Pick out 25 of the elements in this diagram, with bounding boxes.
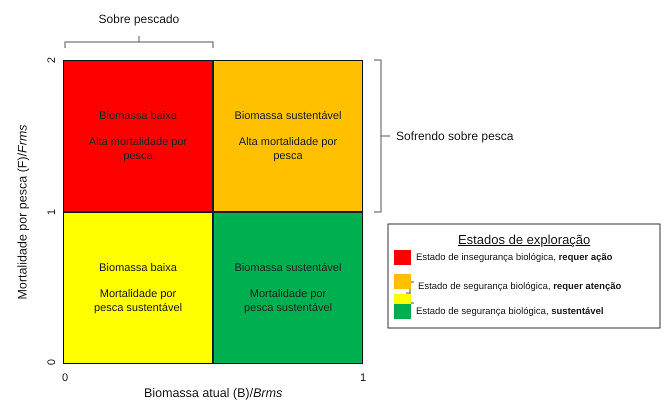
- quadrant-text: Alta mortalidade por pesca: [88, 134, 188, 164]
- quadrant-text: Biomassa baixa: [99, 260, 177, 275]
- quadrant-text: Mortalidade por pesca sustentável: [92, 286, 184, 316]
- quadrant-text: Mortalidade por pesca sustentável: [242, 286, 334, 316]
- quadrant: [213, 60, 363, 212]
- legend-text: Estado de insegurança biológica, requer ação: [416, 252, 612, 263]
- legend-text: Estado de segurança biológica, requer atenção: [418, 281, 622, 292]
- quadrant-text: Biomassa sustentável: [234, 108, 342, 123]
- bracket-label: Sofrendo sobre pesca: [396, 129, 514, 143]
- legend-title: Estados de exploração: [458, 232, 590, 247]
- quadrant-text: Alta mortalidade por pesca: [238, 134, 338, 164]
- quadrant-text: Biomassa sustentável: [234, 260, 342, 275]
- tick-label: 0: [46, 358, 58, 366]
- axis-title: Mortalidade por pesca (F)/Frms: [15, 124, 30, 300]
- quadrant: [63, 60, 213, 212]
- tick-label: 2: [46, 56, 58, 64]
- bracket-label: Sobre pescado: [98, 12, 180, 26]
- legend-text: Estado de segurança biológica, sustentável: [416, 306, 604, 317]
- tick-label: 1: [360, 372, 366, 384]
- tick-label: 1: [46, 208, 58, 216]
- quadrant-text: Biomassa baixa: [99, 108, 177, 123]
- axis-title: Biomassa atual (B)/Brms: [144, 386, 282, 400]
- quadrant: [213, 212, 363, 364]
- tick-label: 0: [62, 372, 68, 384]
- quadrant: [63, 212, 213, 364]
